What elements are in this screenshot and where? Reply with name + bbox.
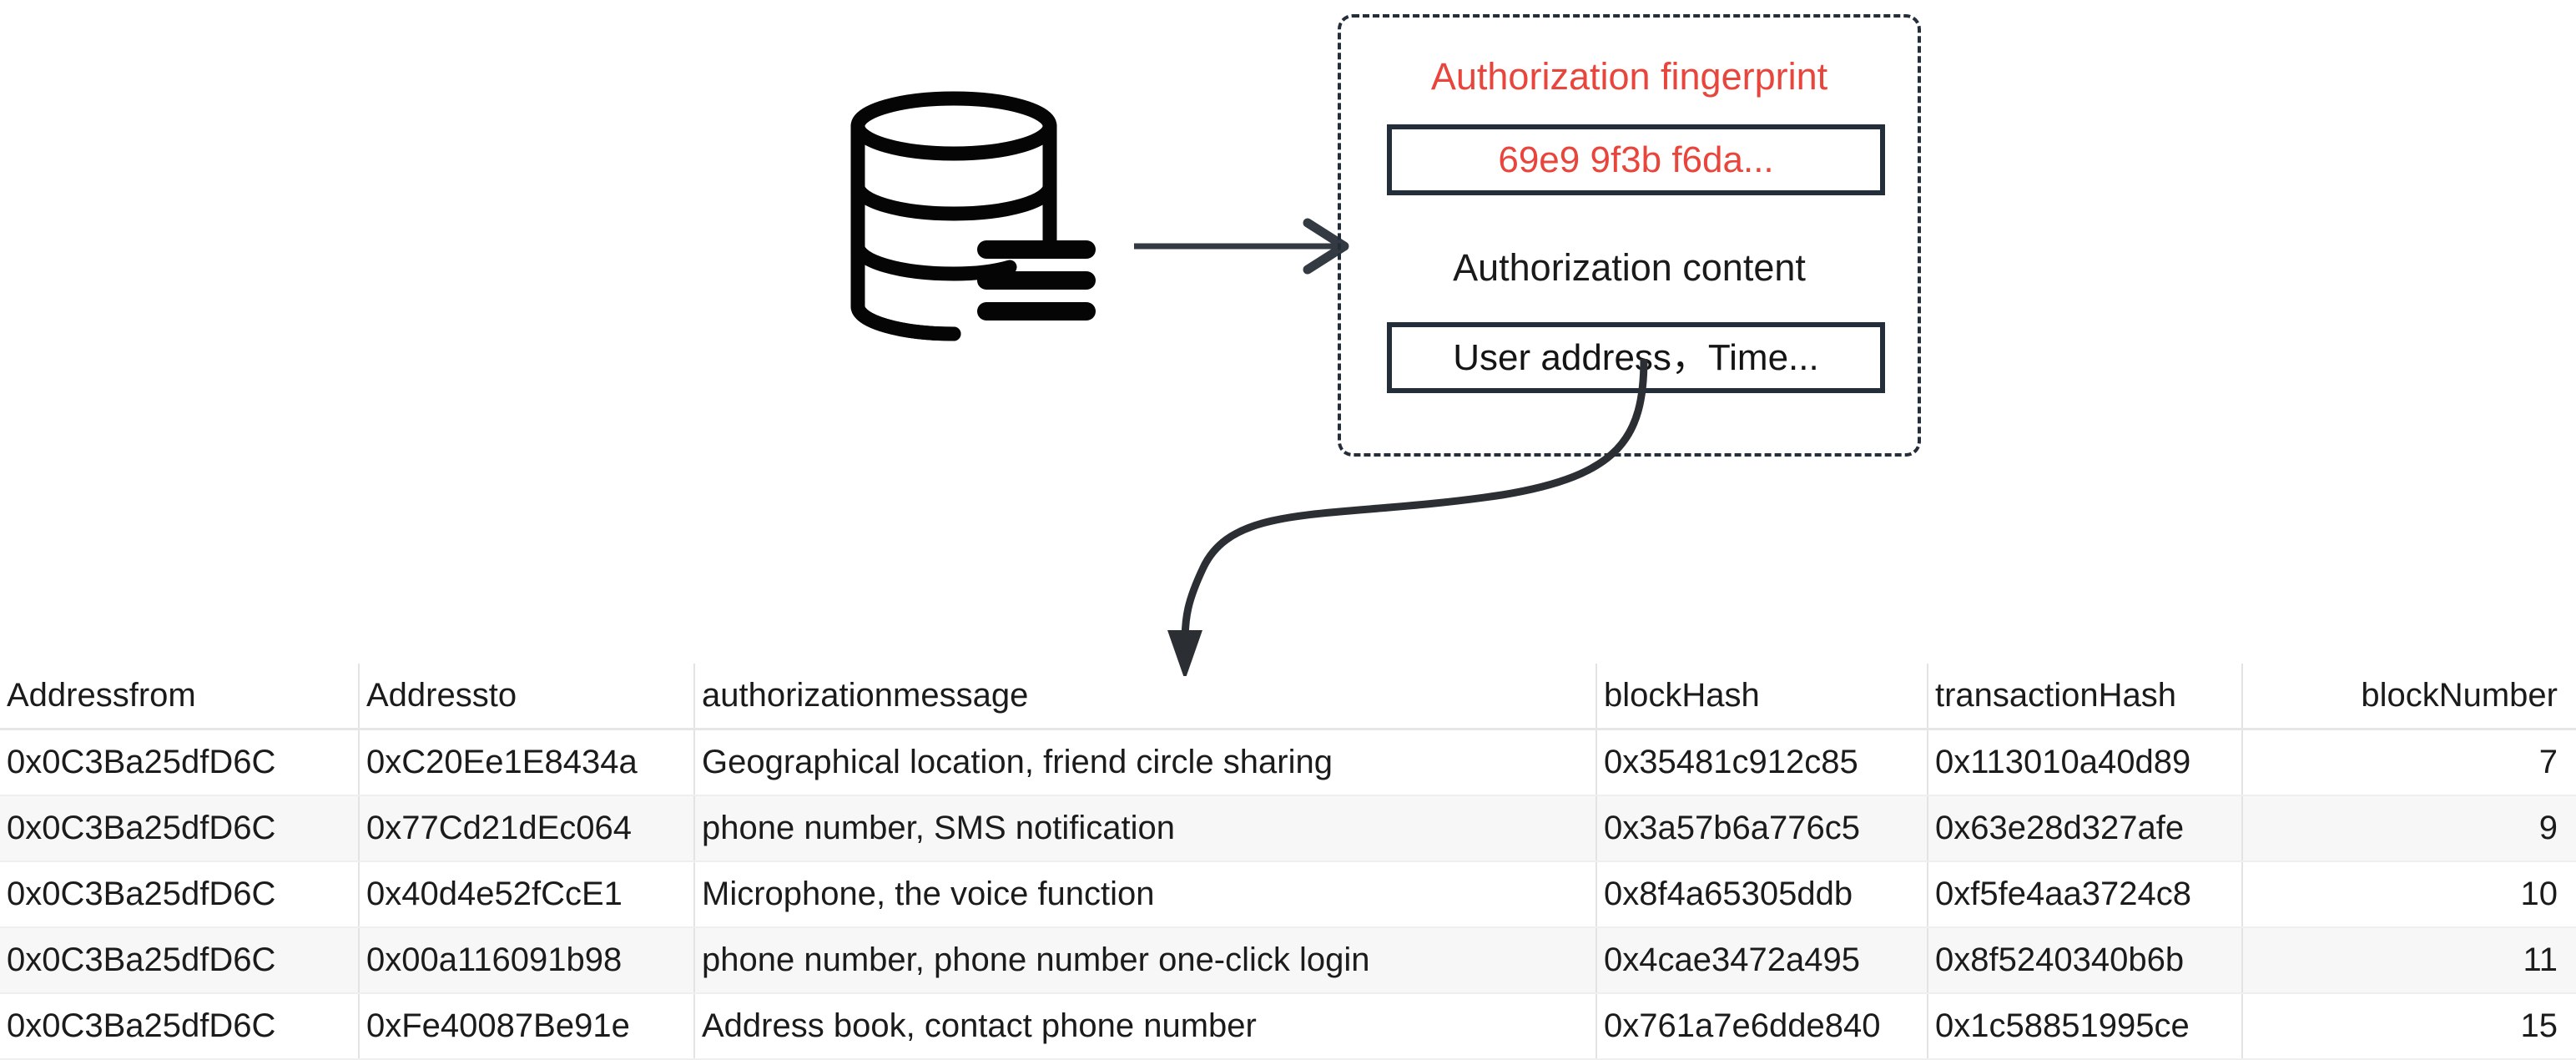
right-arrow-icon <box>1131 213 1356 280</box>
cell-addressfrom: 0x0C3Ba25dfD6C <box>0 729 360 796</box>
cell-authorizationmessage: Address book, contact phone number <box>694 993 1597 1060</box>
cell-blocknumber: 10 <box>2242 861 2576 928</box>
cell-authorizationmessage: phone number, SMS notification <box>694 795 1597 862</box>
curved-down-left-arrow-icon <box>985 355 1694 680</box>
cell-blockhash: 0x4cae3472a495 <box>1596 927 1928 994</box>
cell-addressfrom: 0x0C3Ba25dfD6C <box>0 927 360 994</box>
database-cylinder-icon <box>843 88 1118 355</box>
column-header-transactionhash[interactable]: transactionHash <box>1928 664 2243 730</box>
cell-authorizationmessage: Microphone, the voice function <box>694 861 1597 928</box>
authorization-records-table: Addressfrom Addressto authorizationmessa… <box>0 664 2576 1060</box>
authorization-content-label: Authorization content <box>1453 246 1806 289</box>
authorization-fingerprint-box: 69e9 9f3b f6da... <box>1387 124 1885 195</box>
cell-transactionhash: 0xf5fe4aa3724c8 <box>1928 861 2243 928</box>
table-header-row: Addressfrom Addressto authorizationmessa… <box>0 664 2576 730</box>
authorization-fingerprint-value: 69e9 9f3b f6da... <box>1498 139 1774 180</box>
cell-addressto: 0x40d4e52fCcE1 <box>359 861 695 928</box>
cell-blockhash: 0x761a7e6dde840 <box>1596 993 1928 1060</box>
cell-transactionhash: 0x1c58851995ce <box>1928 993 2243 1060</box>
cell-addressto: 0x77Cd21dEc064 <box>359 795 695 862</box>
cell-addressto: 0x00a116091b98 <box>359 927 695 994</box>
cell-transactionhash: 0x113010a40d89 <box>1928 729 2243 796</box>
cell-authorizationmessage: phone number, phone number one-click log… <box>694 927 1597 994</box>
column-header-addressfrom[interactable]: Addressfrom <box>0 664 360 730</box>
column-header-addressto[interactable]: Addressto <box>359 664 695 730</box>
diagram-area: Authorization fingerprint 69e9 9f3b f6da… <box>843 14 1921 680</box>
authorization-fingerprint-label: Authorization fingerprint <box>1430 55 1828 98</box>
cell-transactionhash: 0x8f5240340b6b <box>1928 927 2243 994</box>
cell-addressfrom: 0x0C3Ba25dfD6C <box>0 795 360 862</box>
cell-blockhash: 0x8f4a65305ddb <box>1596 861 1928 928</box>
cell-blocknumber: 7 <box>2242 729 2576 796</box>
cell-blockhash: 0x35481c912c85 <box>1596 729 1928 796</box>
cell-addressfrom: 0x0C3Ba25dfD6C <box>0 861 360 928</box>
cell-addressto: 0xC20Ee1E8434a <box>359 729 695 796</box>
column-header-authorizationmessage[interactable]: authorizationmessage <box>694 664 1597 730</box>
authorization-content-box: User address，Time... <box>1387 322 1885 393</box>
authorization-content-value: User address，Time... <box>1453 336 1819 378</box>
authorization-block: Authorization fingerprint 69e9 9f3b f6da… <box>1338 14 1921 457</box>
column-header-blocknumber[interactable]: blockNumber <box>2242 664 2576 730</box>
cell-blocknumber: 11 <box>2242 927 2576 994</box>
cell-authorizationmessage: Geographical location, friend circle sha… <box>694 729 1597 796</box>
cell-addressfrom: 0x0C3Ba25dfD6C <box>0 993 360 1060</box>
cell-blocknumber: 9 <box>2242 795 2576 862</box>
cell-addressto: 0xFe40087Be91e <box>359 993 695 1060</box>
cell-blocknumber: 15 <box>2242 993 2576 1060</box>
cell-blockhash: 0x3a57b6a776c5 <box>1596 795 1928 862</box>
cell-transactionhash: 0x63e28d327afe <box>1928 795 2243 862</box>
column-header-blockhash[interactable]: blockHash <box>1596 664 1928 730</box>
